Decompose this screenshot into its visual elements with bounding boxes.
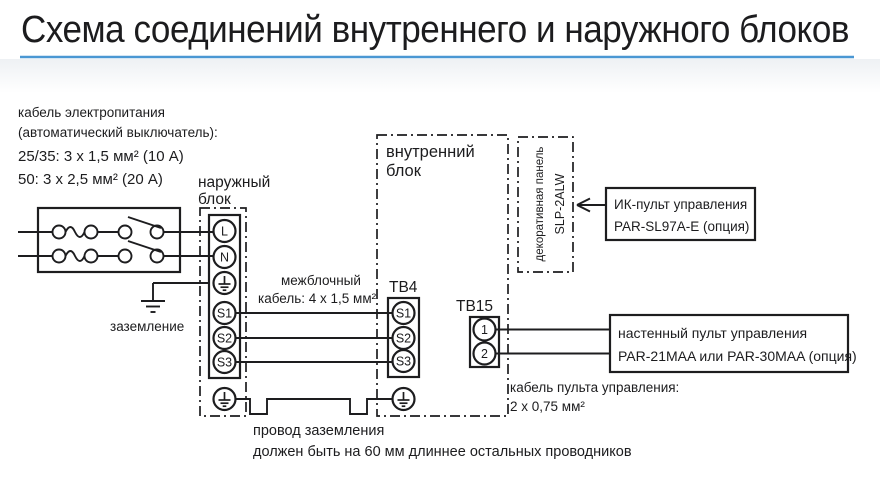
tb15-terminal-2-label: 2 [481, 347, 488, 361]
power-cable-line1: кабель электропитания [18, 105, 165, 120]
inter-unit-ground-wire: провод заземления должен быть на 60 мм д… [236, 398, 632, 460]
ir-remote-control: ИК-пульт управления PAR-SL97A-E (опция) [576, 186, 757, 242]
outdoor-terminal-strip [207, 213, 242, 380]
tb15-terminal-1 [472, 317, 497, 342]
tb15-terminal-2 [472, 341, 497, 366]
decorative-panel: декоративная панель SLP-2ALW [517, 136, 574, 273]
tb15-label: TB15 [456, 298, 493, 315]
interblock-wires: межблочный кабель: 4 x 1,5 мм² [236, 273, 392, 363]
remote-cable-note: кабель пульта управления: 2 x 0,75 мм² [510, 380, 679, 414]
tb15-terminal-1-label: 1 [481, 323, 488, 337]
switch-symbol-l [117, 216, 165, 240]
panel-boundary [517, 136, 574, 273]
ground-wire-path [236, 398, 392, 415]
switch-symbol-n [117, 240, 165, 264]
terminal-S3 [212, 349, 237, 375]
fuse-symbol-l [51, 224, 99, 240]
tb4-terminal-S1-label: S1 [396, 307, 411, 321]
outdoor-unit-label-line2: блок [198, 191, 231, 208]
outdoor-unit-label-line1: наружный [198, 174, 270, 191]
indoor-unit-label-line1: внутренний [386, 143, 475, 161]
tb4-terminal-S1 [391, 300, 416, 326]
fuse-symbol-n [51, 248, 99, 264]
terminal-L-label: L [221, 225, 228, 239]
terminal-S3-label: S3 [217, 356, 232, 370]
ground-wire-note-line1: провод заземления [253, 423, 384, 439]
terminal-S1-label: S1 [217, 307, 232, 321]
terminal-N-label: N [220, 251, 229, 265]
remote-cable-line1: кабель пульта управления: [510, 380, 679, 395]
tb4-terminal-strip [386, 296, 421, 379]
panel-label-line2: SLP-2ALW [553, 173, 567, 234]
terminal-N [212, 244, 237, 270]
tb4-label: TB4 [389, 279, 418, 296]
remote-cable-line2: 2 x 0,75 мм² [510, 399, 585, 414]
wall-remote-line1: настенный пульт управления [618, 325, 807, 341]
wall-remote-line2: PAR-21MAA или PAR-30MAA (опция) [618, 348, 857, 364]
indoor-unit-label-line2: блок [386, 162, 422, 180]
ir-remote-box [604, 186, 757, 242]
header: Схема соединений внутреннего и наружного… [0, 9, 880, 93]
ir-remote-line1: ИК-пульт управления [614, 197, 747, 212]
breaker-box [36, 206, 182, 274]
terminal-S1 [212, 300, 237, 326]
arrow-left-icon [576, 197, 591, 213]
tb4-terminal-S3 [391, 348, 416, 374]
interblock-cable-line2: кабель: 4 x 1,5 мм² [258, 291, 377, 306]
ground-wire-note-line2: должен быть на 60 мм длиннее остальных п… [253, 444, 632, 460]
power-cable-note: кабель электропитания (автоматический вы… [18, 105, 218, 188]
indoor-unit: внутренний блок TB4 S1 S2 S3 TB15 1 2 [376, 134, 509, 417]
terminal-S2 [212, 325, 237, 351]
tb4-terminal-S3-label: S3 [396, 355, 411, 369]
indoor-unit-boundary [376, 134, 509, 417]
tb15-terminal-strip [468, 315, 501, 369]
ir-remote-line2: PAR-SL97A-E (опция) [614, 219, 749, 234]
grounding-branch: заземление [110, 282, 209, 334]
terminal-S2-label: S2 [217, 332, 232, 346]
tb4-terminal-S2-label: S2 [396, 332, 411, 346]
terminal-L [212, 218, 237, 244]
power-cable-line2: (автоматический выключатель): [18, 125, 218, 140]
power-cable-line3: 25/35: 3 x 1,5 мм² (10 А) [18, 148, 184, 165]
header-shadow-band [0, 59, 880, 93]
wall-remote-box [608, 313, 850, 374]
ground-label: заземление [110, 319, 184, 334]
panel-label-line1: декоративная панель [534, 147, 546, 262]
outdoor-unit-boundary [199, 207, 247, 417]
earth-ground-icon [141, 300, 165, 313]
circuit-breaker [18, 206, 213, 274]
power-cable-line4: 50: 3 x 2,5 мм² (20 А) [18, 171, 163, 188]
outdoor-unit: наружный блок L N S1 S2 S3 [198, 174, 270, 417]
interblock-cable-line1: межблочный [281, 273, 361, 288]
page-title: Схема соединений внутреннего и наружного… [21, 9, 849, 51]
wall-remote-control: настенный пульт управления PAR-21MAA или… [496, 313, 857, 374]
